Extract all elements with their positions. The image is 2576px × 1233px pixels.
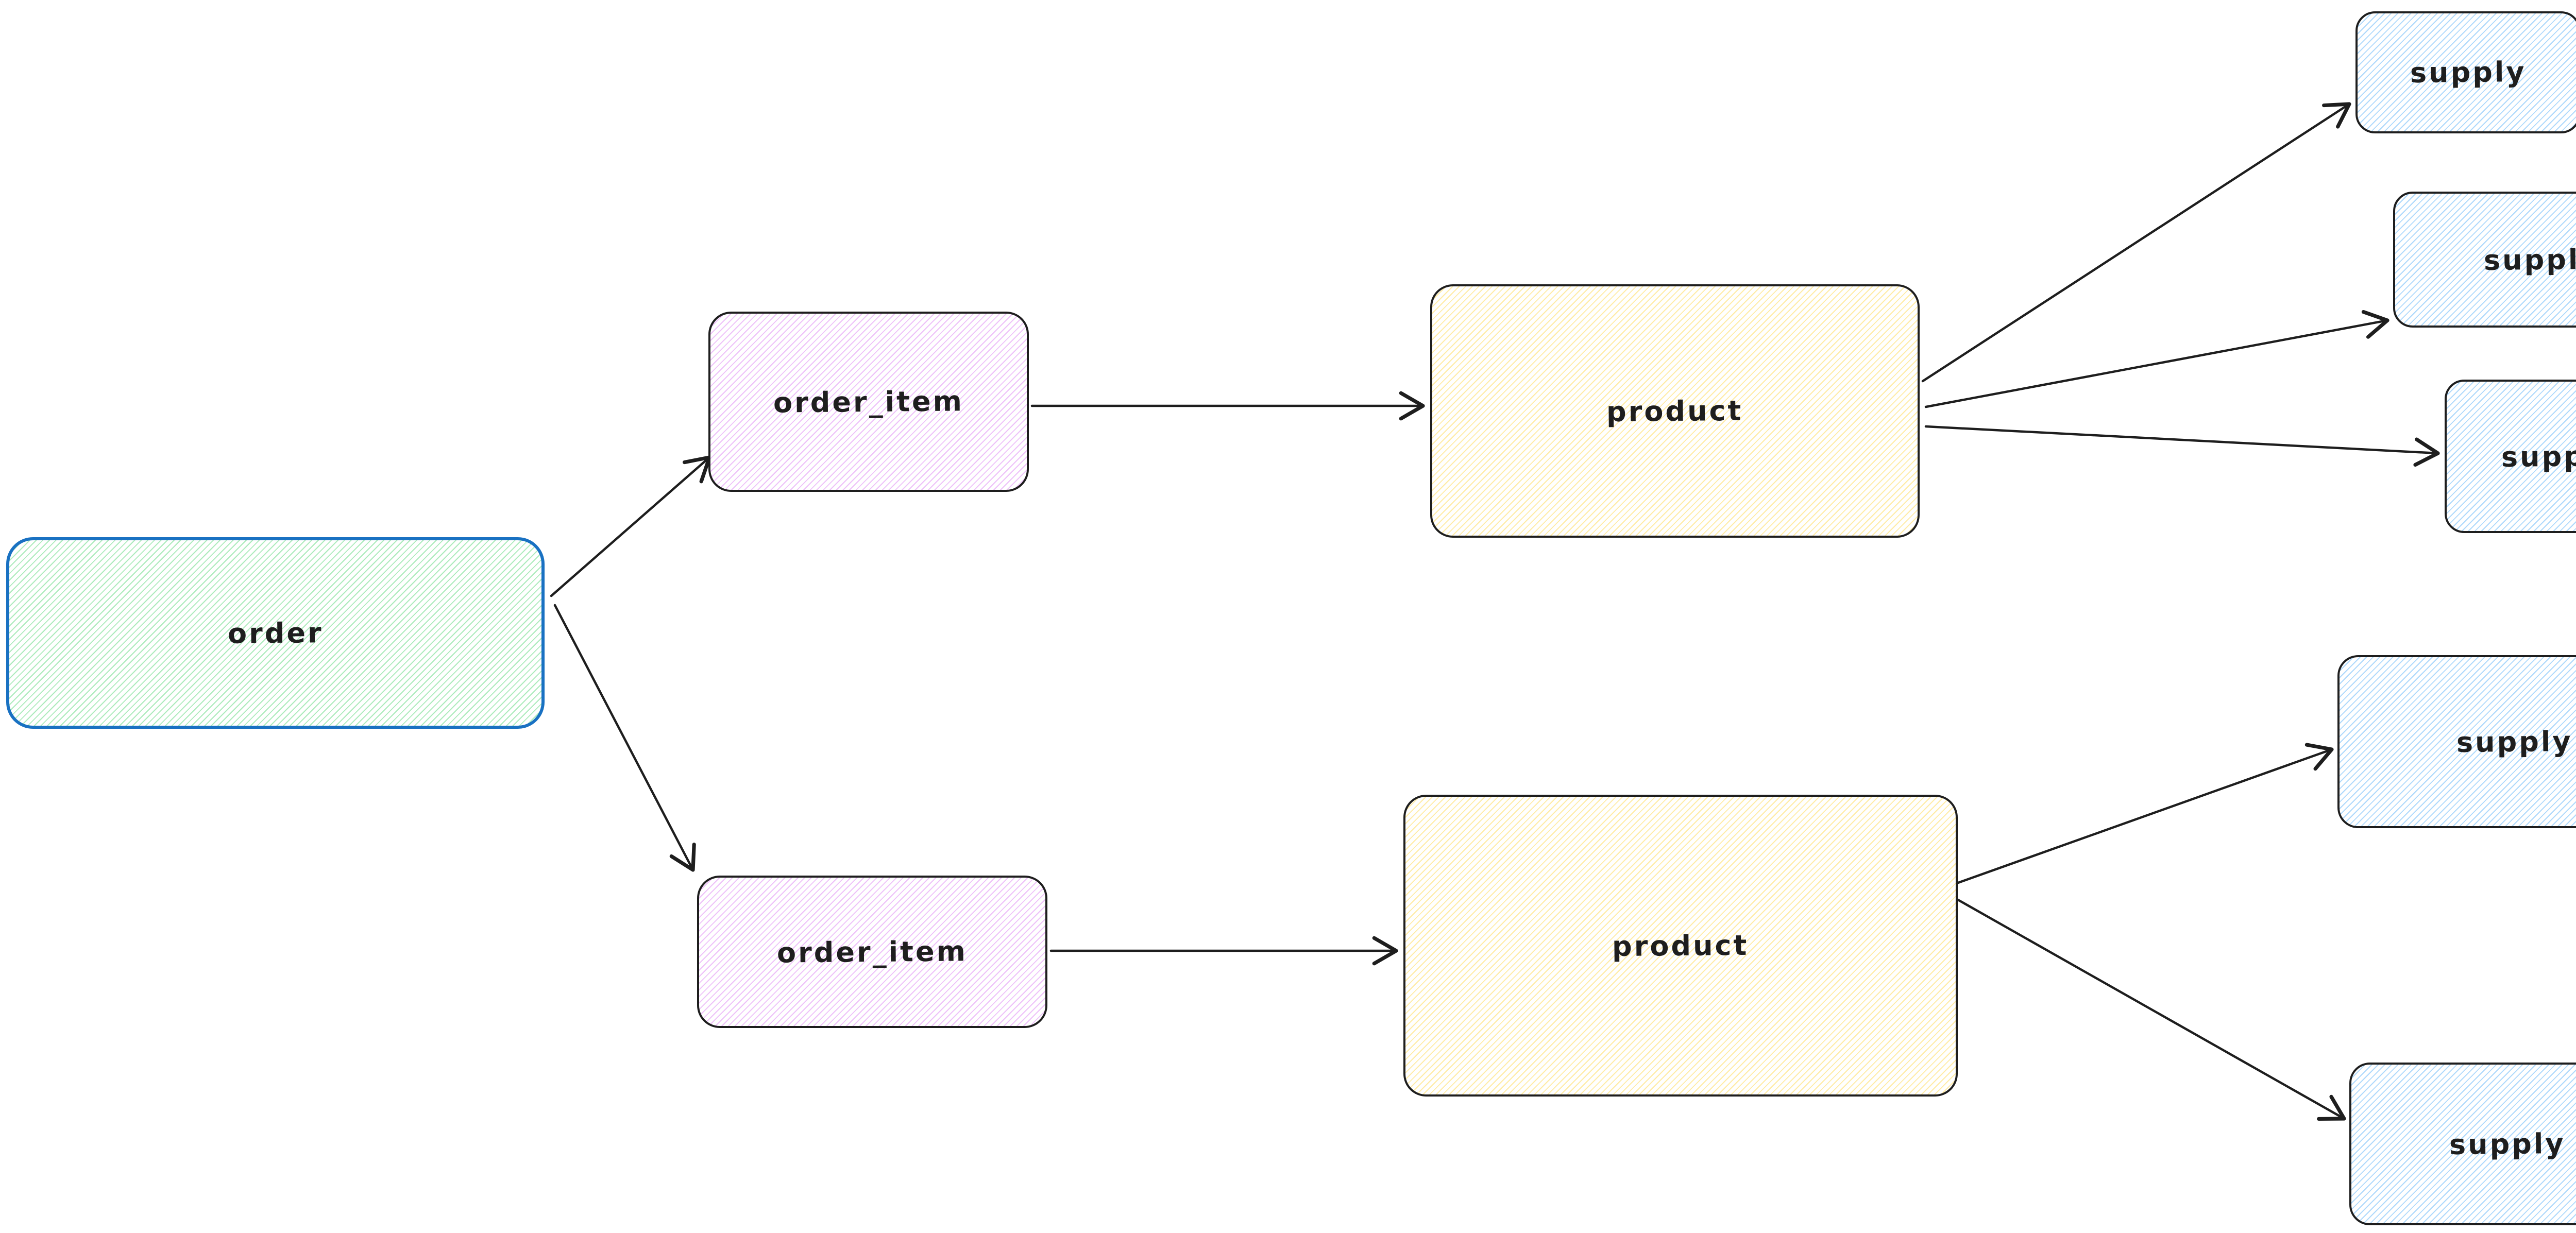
node-supply-5-label: supply bbox=[2449, 1127, 2566, 1161]
arrow-product-2-to-supply-5[interactable] bbox=[1954, 897, 2346, 1121]
node-supply-3-label: supply bbox=[2501, 439, 2576, 473]
node-product-1-label: product bbox=[1606, 394, 1743, 428]
node-order-label: order bbox=[227, 616, 324, 650]
node-product-1[interactable]: product bbox=[1430, 284, 1920, 538]
arrow-order-to-order-item-2[interactable] bbox=[553, 604, 696, 872]
node-supply-3[interactable]: supply bbox=[2445, 380, 2576, 533]
node-order[interactable]: order bbox=[6, 537, 545, 729]
arrow-product-1-to-supply-3[interactable] bbox=[1924, 425, 2440, 467]
node-supply-2-label: supply bbox=[2483, 243, 2576, 277]
node-supply-4-label: supply bbox=[2456, 725, 2573, 759]
arrow-product-1-to-supply-2[interactable] bbox=[1924, 310, 2389, 408]
node-order-item-1-label: order_item bbox=[773, 384, 964, 419]
node-product-2-label: product bbox=[1612, 929, 1749, 963]
node-supply-2[interactable]: supply bbox=[2393, 192, 2576, 328]
node-order-item-1[interactable]: order_item bbox=[708, 312, 1029, 492]
node-product-2[interactable]: product bbox=[1403, 795, 1958, 1097]
node-order-item-2-label: order_item bbox=[776, 934, 968, 969]
arrow-order-to-order-item-1[interactable] bbox=[550, 455, 711, 597]
arrow-product-1-to-supply-1[interactable] bbox=[1921, 102, 2351, 383]
node-supply-5[interactable]: supply bbox=[2349, 1063, 2576, 1225]
node-order-item-2[interactable]: order_item bbox=[697, 876, 1047, 1028]
node-supply-1-label: supply bbox=[2410, 56, 2527, 89]
arrow-product-2-to-supply-4[interactable] bbox=[1954, 743, 2334, 885]
node-supply-4[interactable]: supply bbox=[2337, 655, 2576, 828]
node-supply-1[interactable]: supply bbox=[2355, 11, 2576, 133]
